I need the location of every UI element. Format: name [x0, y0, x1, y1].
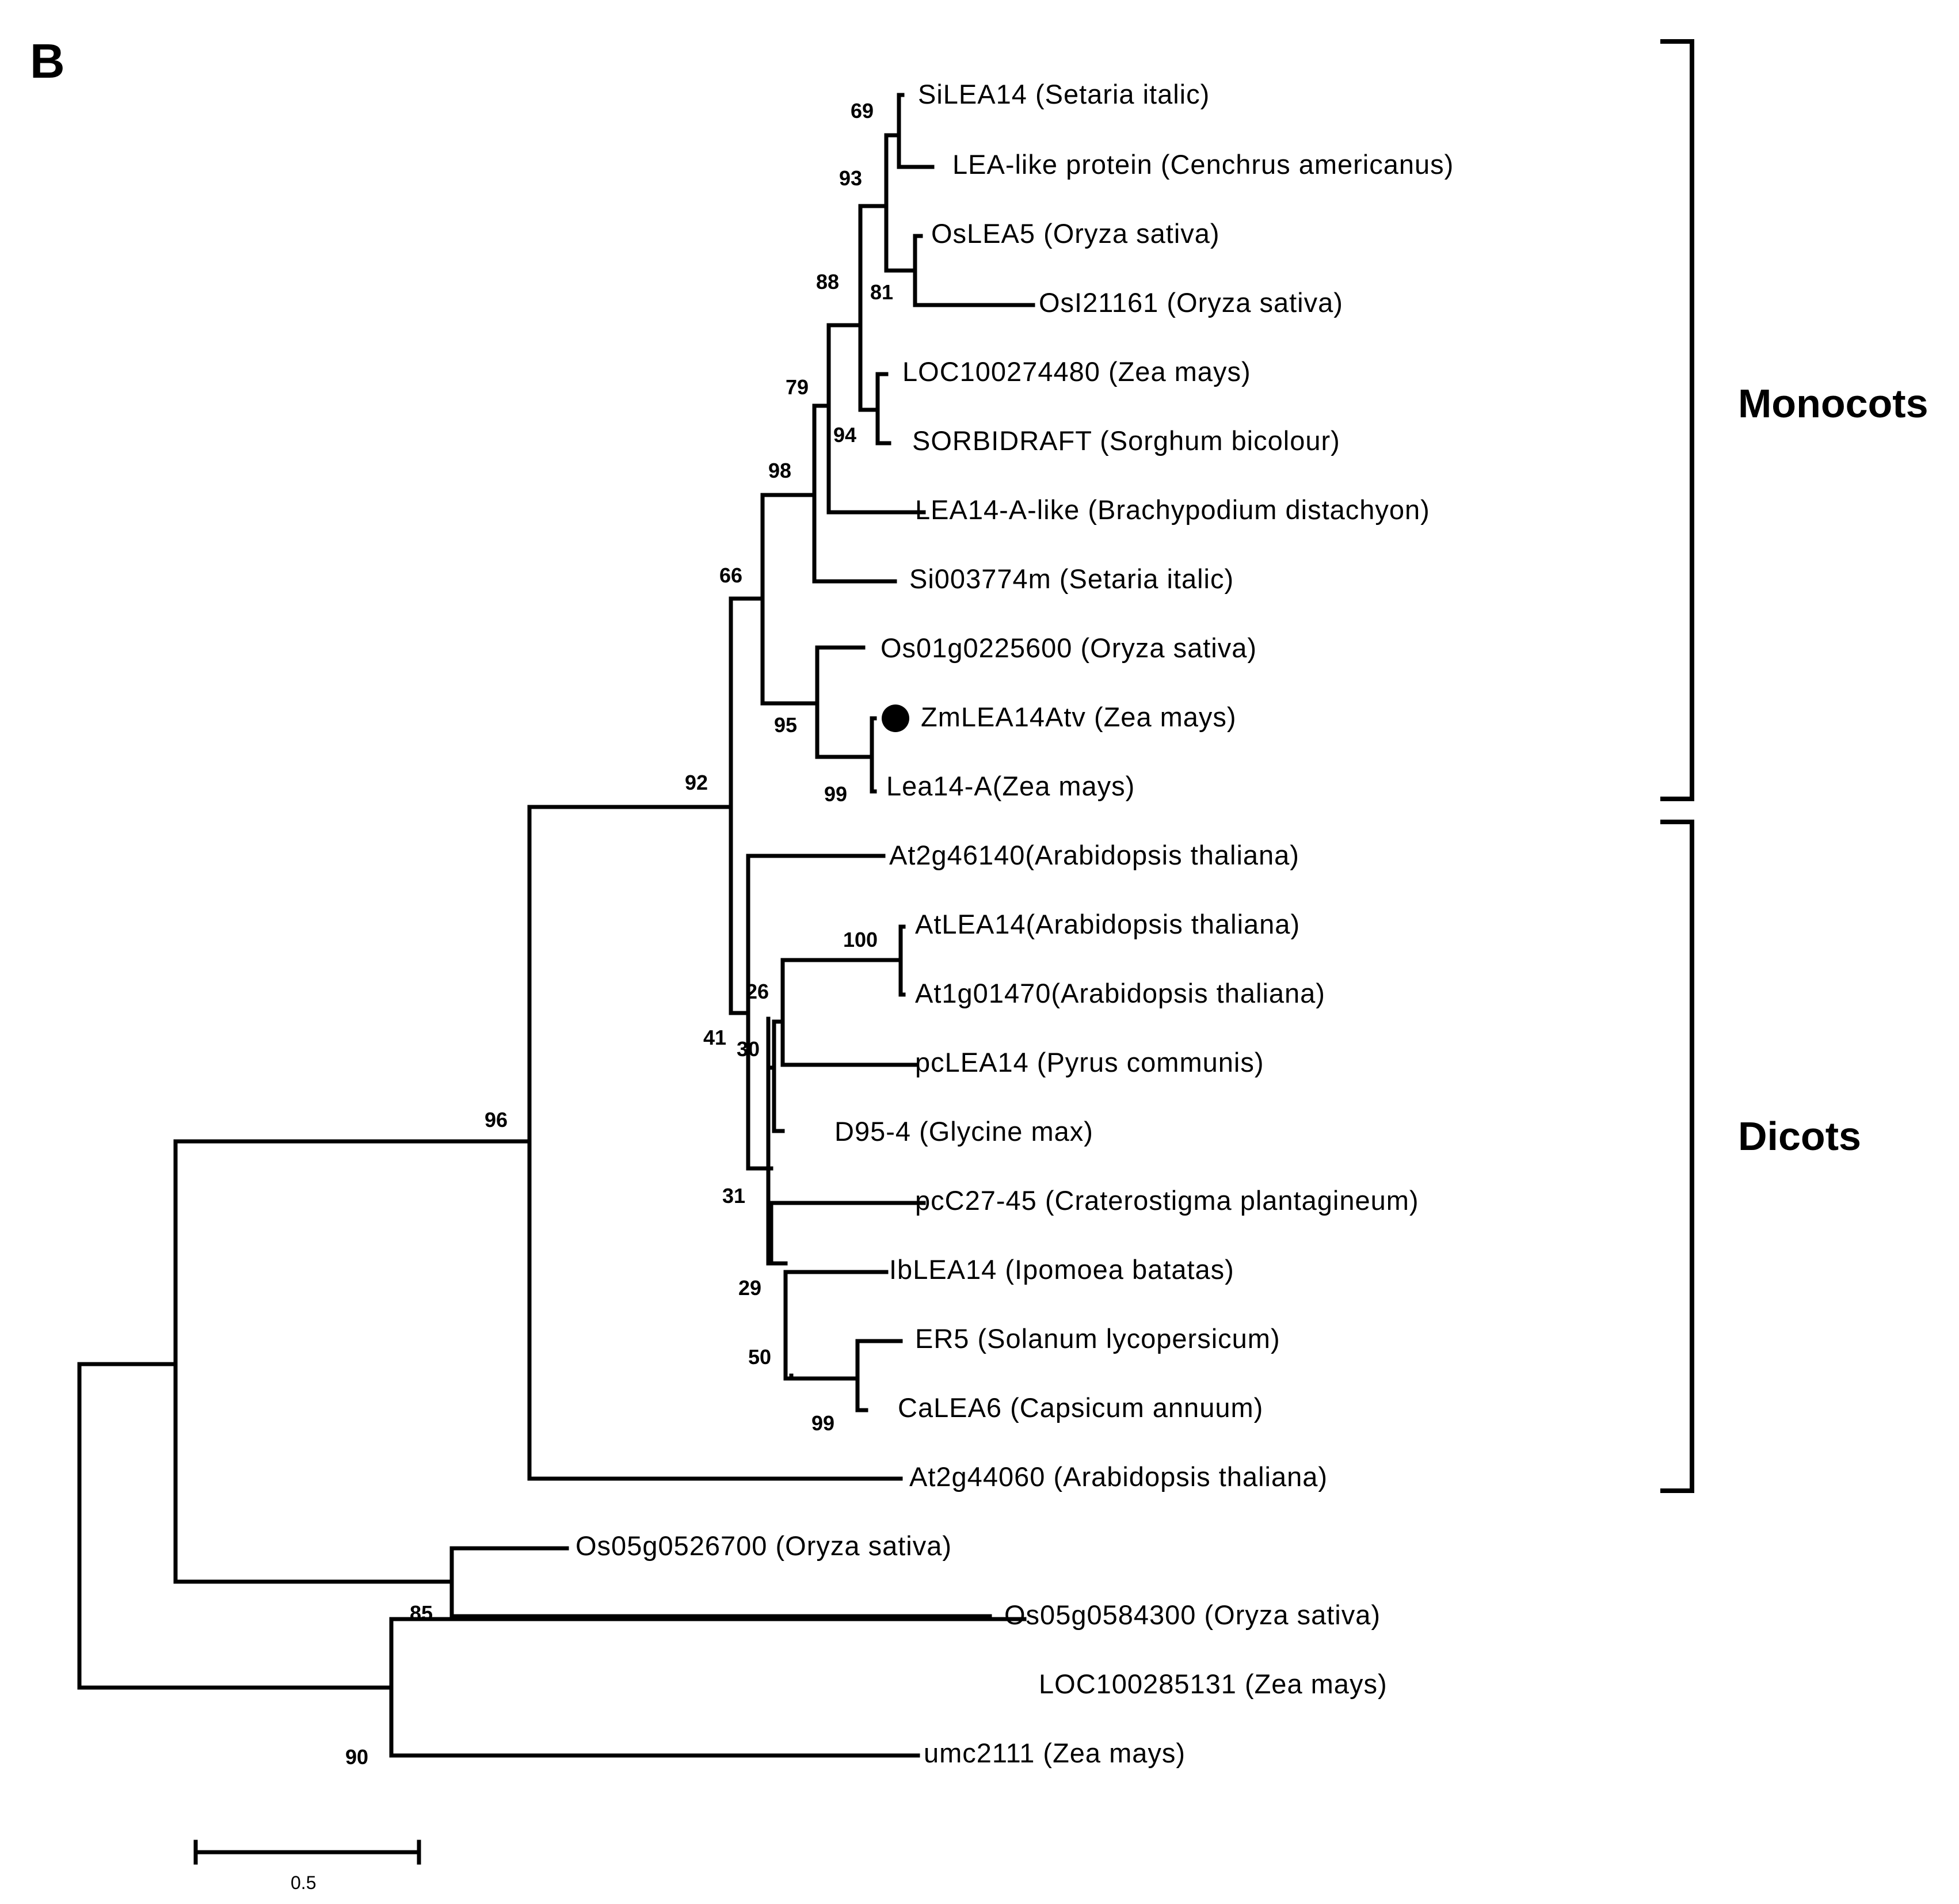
clade-brackets: Monocots Dicots	[1660, 39, 1928, 1493]
branch-node-96	[173, 1139, 532, 1584]
bootstrap-value: 79	[786, 375, 809, 399]
branch-node-50-lower	[789, 1373, 860, 1381]
scale-bar: 0.5	[193, 1840, 421, 1893]
bootstrap-value: 66	[719, 563, 742, 587]
leaf-label: LOC100285131 (Zea mays)	[1039, 1669, 1388, 1699]
leaf-label: Os01g0225600 (Oryza sativa)	[881, 633, 1257, 663]
branch-node-26	[766, 1019, 785, 1133]
branch-node-92	[527, 805, 903, 1481]
leaf-label: OsI21161 (Oryza sativa)	[1039, 287, 1343, 318]
bootstrap-values: 69 93 81 88 94 79 98 66 95 99 92 100 26 …	[345, 99, 893, 1769]
branch-node-98	[812, 403, 897, 584]
leaf-label: CaLEA6 (Capsicum annuum)	[898, 1392, 1263, 1423]
leaf-label: SiLEA14 (Setaria italic)	[918, 79, 1210, 109]
branch-node-50	[783, 1270, 799, 1381]
leaf-label: pcLEA14 (Pyrus communis)	[915, 1047, 1264, 1077]
leaf-label: LEA-like protein (Cenchrus americanus)	[952, 149, 1454, 180]
bootstrap-value: 92	[685, 771, 708, 794]
branch-node-95	[815, 645, 874, 759]
panel-label: B	[30, 34, 65, 88]
scale-bar-label: 0.5	[291, 1872, 316, 1893]
bootstrap-value: 93	[839, 166, 862, 190]
branch-node-100	[898, 924, 906, 997]
leaf-label: SORBIDRAFT (Sorghum bicolour)	[912, 425, 1340, 456]
branch-node-99-sol	[855, 1339, 903, 1412]
branch-root	[77, 1362, 394, 1690]
bootstrap-value: 69	[851, 99, 874, 123]
monocots-label: Monocots	[1738, 381, 1928, 426]
leaf-label: pcC27-45 (Craterostigma plantagineum)	[915, 1185, 1419, 1216]
leaf-label: Os05g0526700 (Oryza sativa)	[575, 1530, 952, 1561]
branch-node-66	[760, 493, 820, 706]
bootstrap-value: 31	[722, 1184, 745, 1208]
bootstrap-value: 26	[746, 980, 769, 1003]
leaf-label: LEA14-A-like (Brachypodium distachyon)	[915, 494, 1430, 525]
scale-bar-line	[193, 1840, 421, 1865]
branch-node-69	[897, 93, 935, 169]
branch-node-31	[766, 1166, 773, 1266]
leaf-label: Os05g0584300 (Oryza sativa)	[1004, 1600, 1381, 1630]
leaf-label: ER5 (Solanum lycopersicum)	[915, 1323, 1280, 1354]
branch-node-99-zm	[870, 716, 877, 794]
bootstrap-value: 41	[703, 1026, 726, 1049]
dicots-bracket	[1660, 820, 1694, 1493]
bootstrap-value: 85	[410, 1601, 433, 1625]
leaf-label: At2g44060 (Arabidopsis thaliana)	[909, 1461, 1328, 1492]
leaf-label: At2g46140(Arabidopsis thaliana)	[889, 840, 1299, 870]
leaf-label: IbLEA14 (Ipomoea batatas)	[889, 1254, 1234, 1285]
branch-node-79	[826, 323, 926, 515]
bootstrap-value: 94	[833, 423, 856, 447]
leaf-label: AtLEA14(Arabidopsis thaliana)	[915, 909, 1300, 939]
branch-node-88	[858, 204, 889, 412]
branch-node-90	[389, 1617, 1027, 1758]
bootstrap-value: 90	[345, 1745, 368, 1769]
bootstrap-value: 50	[748, 1345, 771, 1369]
leaf-label: ZmLEA14Atv (Zea mays)	[921, 702, 1237, 732]
bootstrap-value: 95	[774, 713, 797, 737]
branch-node-94	[875, 372, 891, 445]
leaf-labels: SiLEA14 (Setaria italic) LEA-like protei…	[575, 79, 1454, 1768]
leaf-label: Lea14-A(Zea mays)	[886, 771, 1135, 801]
bootstrap-value: 98	[768, 459, 791, 482]
leaf-label: LOC100274480 (Zea mays)	[902, 356, 1251, 387]
leaf-label: At1g01470(Arabidopsis thaliana)	[915, 978, 1325, 1008]
branch-node-93	[884, 133, 917, 273]
highlight-circle-marker	[882, 705, 909, 732]
leaf-label: D95-4 (Glycine max)	[834, 1116, 1093, 1147]
leaf-label: OsLEA5 (Oryza sativa)	[931, 218, 1220, 249]
bootstrap-value: 29	[738, 1276, 761, 1300]
bootstrap-value: 99	[811, 1411, 834, 1435]
bootstrap-value: 88	[816, 270, 839, 294]
bootstrap-value: 100	[843, 928, 878, 951]
branch-node-26-inner	[780, 958, 917, 1067]
branch-node-41	[746, 854, 886, 1171]
monocots-bracket	[1660, 39, 1694, 801]
branch-node-29	[769, 1201, 788, 1266]
bootstrap-value: 96	[485, 1108, 508, 1132]
leaf-label: Si003774m (Setaria italic)	[909, 563, 1234, 594]
leaf-label: umc2111 (Zea mays)	[924, 1738, 1186, 1768]
tree-branches	[77, 93, 1035, 1758]
bootstrap-value: 81	[870, 280, 893, 304]
branch-node-81	[913, 234, 1035, 307]
branch-node-92-inner	[729, 596, 765, 1015]
bootstrap-value: 99	[824, 782, 847, 806]
bootstrap-value: 30	[737, 1037, 760, 1061]
dicots-label: Dicots	[1738, 1114, 1861, 1159]
branch-node-85	[449, 1546, 992, 1619]
